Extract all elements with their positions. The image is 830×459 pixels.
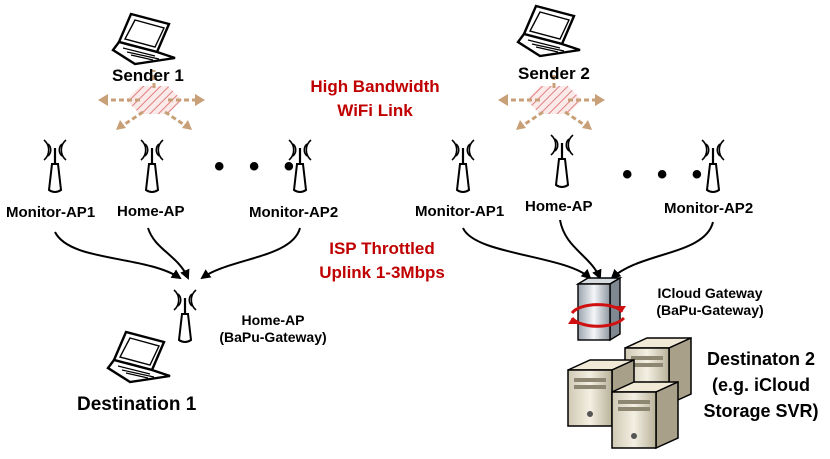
destination-2-line2: (e.g. iCloud [712, 375, 810, 395]
isp-throttled-label: ISP Throttled Uplink 1-3Mbps [302, 237, 462, 285]
left-ellipsis: • • • [214, 150, 303, 183]
sender-2-label: Sender 2 [518, 64, 590, 83]
left-gateway-line1: Home-AP [241, 312, 305, 328]
sender-1-broadcast-icon [98, 70, 205, 130]
left-home-ap-antenna-icon [139, 138, 165, 194]
right-monitor-ap2-label: Monitor-AP2 [664, 200, 754, 217]
right-home-ap-label: Home-AP [525, 198, 593, 215]
left-arrow-ap2 [200, 227, 301, 280]
left-arrow-ap1 [54, 231, 182, 280]
left-gateway-label: Home-AP (BaPu-Gateway) [208, 312, 338, 346]
right-ellipsis: • • • [622, 158, 711, 191]
isp-line2: Uplink 1-3Mbps [319, 263, 445, 282]
wifi-link-label: High Bandwidth WiFi Link [290, 75, 460, 123]
right-monitor-ap1-label: Monitor-AP1 [415, 203, 505, 220]
left-arrow-home [147, 227, 190, 280]
destination-2-line3: Storage SVR) [703, 401, 819, 421]
sender-2-laptop-icon [516, 4, 582, 58]
right-gateway-line2: (BaPu-Gateway) [656, 302, 764, 318]
right-home-ap-antenna-icon [549, 133, 575, 189]
right-monitor-ap1-antenna-icon [450, 138, 476, 194]
destination-2-line1: Destinaton 2 [706, 349, 816, 369]
right-gateway-line1: ICloud Gateway [657, 285, 763, 301]
left-gateway-line2: (BaPu-Gateway) [219, 329, 327, 345]
right-gateway-label: ICloud Gateway (BaPu-Gateway) [640, 285, 780, 319]
destination-2-label: Destinaton 2 (e.g. iCloud Storage SVR) [694, 346, 828, 424]
right-arrow-home [559, 219, 602, 280]
left-monitor-ap1-label: Monitor-AP1 [6, 204, 96, 221]
left-monitor-ap2-label: Monitor-AP2 [249, 204, 339, 221]
destination-2-server-icon-front [611, 381, 679, 449]
icloud-gateway-icon [568, 276, 626, 342]
destination-1-laptop-icon [106, 330, 172, 384]
right-arrow-ap2 [610, 221, 714, 280]
left-monitor-ap1-antenna-icon [42, 138, 68, 194]
wifi-link-line1: High Bandwidth [310, 77, 440, 96]
isp-line1: ISP Throttled [329, 239, 435, 258]
left-gateway-antenna-icon [172, 288, 198, 344]
destination-1-label: Destination 1 [77, 394, 197, 415]
sender-1-laptop-icon [111, 12, 177, 66]
sender-1-label: Sender 1 [112, 66, 184, 85]
right-arrow-ap1 [462, 227, 592, 280]
wifi-link-line2: WiFi Link [337, 101, 413, 120]
sender-2-broadcast-icon [498, 70, 605, 130]
left-home-ap-label: Home-AP [117, 203, 185, 220]
